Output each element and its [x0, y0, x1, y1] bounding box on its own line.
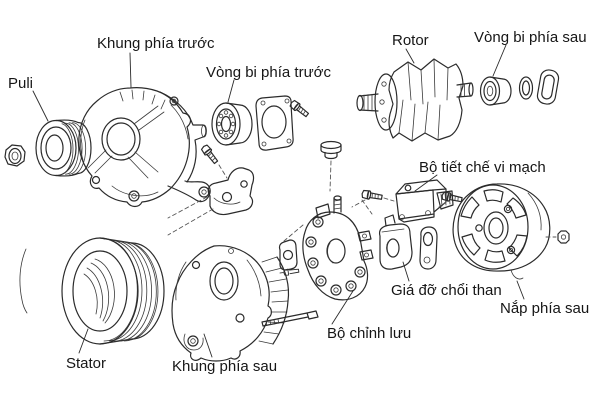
brush-holder-drawing — [378, 214, 413, 270]
screw-front-bearing — [289, 99, 310, 118]
rear-cover-drawing — [452, 183, 551, 280]
label-rectifier: Bộ chỉnh lưu — [327, 325, 411, 342]
label-stator: Stator — [66, 355, 106, 372]
label-leader-lines — [32, 44, 525, 358]
retainer-ring-drawing — [518, 76, 534, 100]
label-front-frame: Khung phía trước — [97, 35, 215, 52]
screw-regulator-left — [361, 189, 383, 200]
label-rotor: Rotor — [392, 32, 429, 49]
terminal-plate-drawing — [278, 239, 298, 271]
pulley-nut-drawing — [4, 144, 26, 167]
screw-bracket — [200, 144, 219, 165]
bearing-retainer-drawing — [255, 95, 294, 151]
label-rear-cover: Nắp phía sau — [500, 300, 589, 317]
bracket-drawing — [207, 167, 255, 216]
brush-cover-drawing — [419, 226, 438, 270]
rear-frame-drawing — [171, 245, 290, 362]
rear-bearing-drawing — [479, 76, 512, 106]
through-bolt-drawing — [261, 310, 319, 327]
label-pulley: Puli — [8, 75, 33, 92]
label-rear-frame: Khung phía sau — [172, 358, 277, 375]
rectifier-drawing — [302, 195, 374, 301]
end-plate-drawing — [536, 69, 560, 105]
label-front-bearing: Vòng bi phía trước — [206, 64, 331, 81]
label-brush-holder: Giá đỡ chổi than — [391, 282, 502, 299]
stator-drawing — [61, 237, 165, 345]
front-bearing-drawing — [211, 102, 253, 146]
rotor-drawing — [356, 58, 474, 142]
cropped-part-edge — [19, 248, 28, 314]
label-rear-bearing: Vòng bi phía sau — [474, 29, 587, 46]
rear-nut-drawing — [557, 230, 570, 244]
labels: Puli Khung phía trước Vòng bi phía trước… — [8, 29, 589, 375]
label-regulator: Bộ tiết chế vi mạch — [419, 159, 546, 176]
assembly-axis-lines — [167, 160, 557, 274]
regulator-drawing — [395, 179, 454, 223]
pulley-drawing — [35, 119, 92, 177]
front-frame-drawing — [78, 87, 211, 208]
slinger-cap-drawing — [320, 140, 342, 160]
